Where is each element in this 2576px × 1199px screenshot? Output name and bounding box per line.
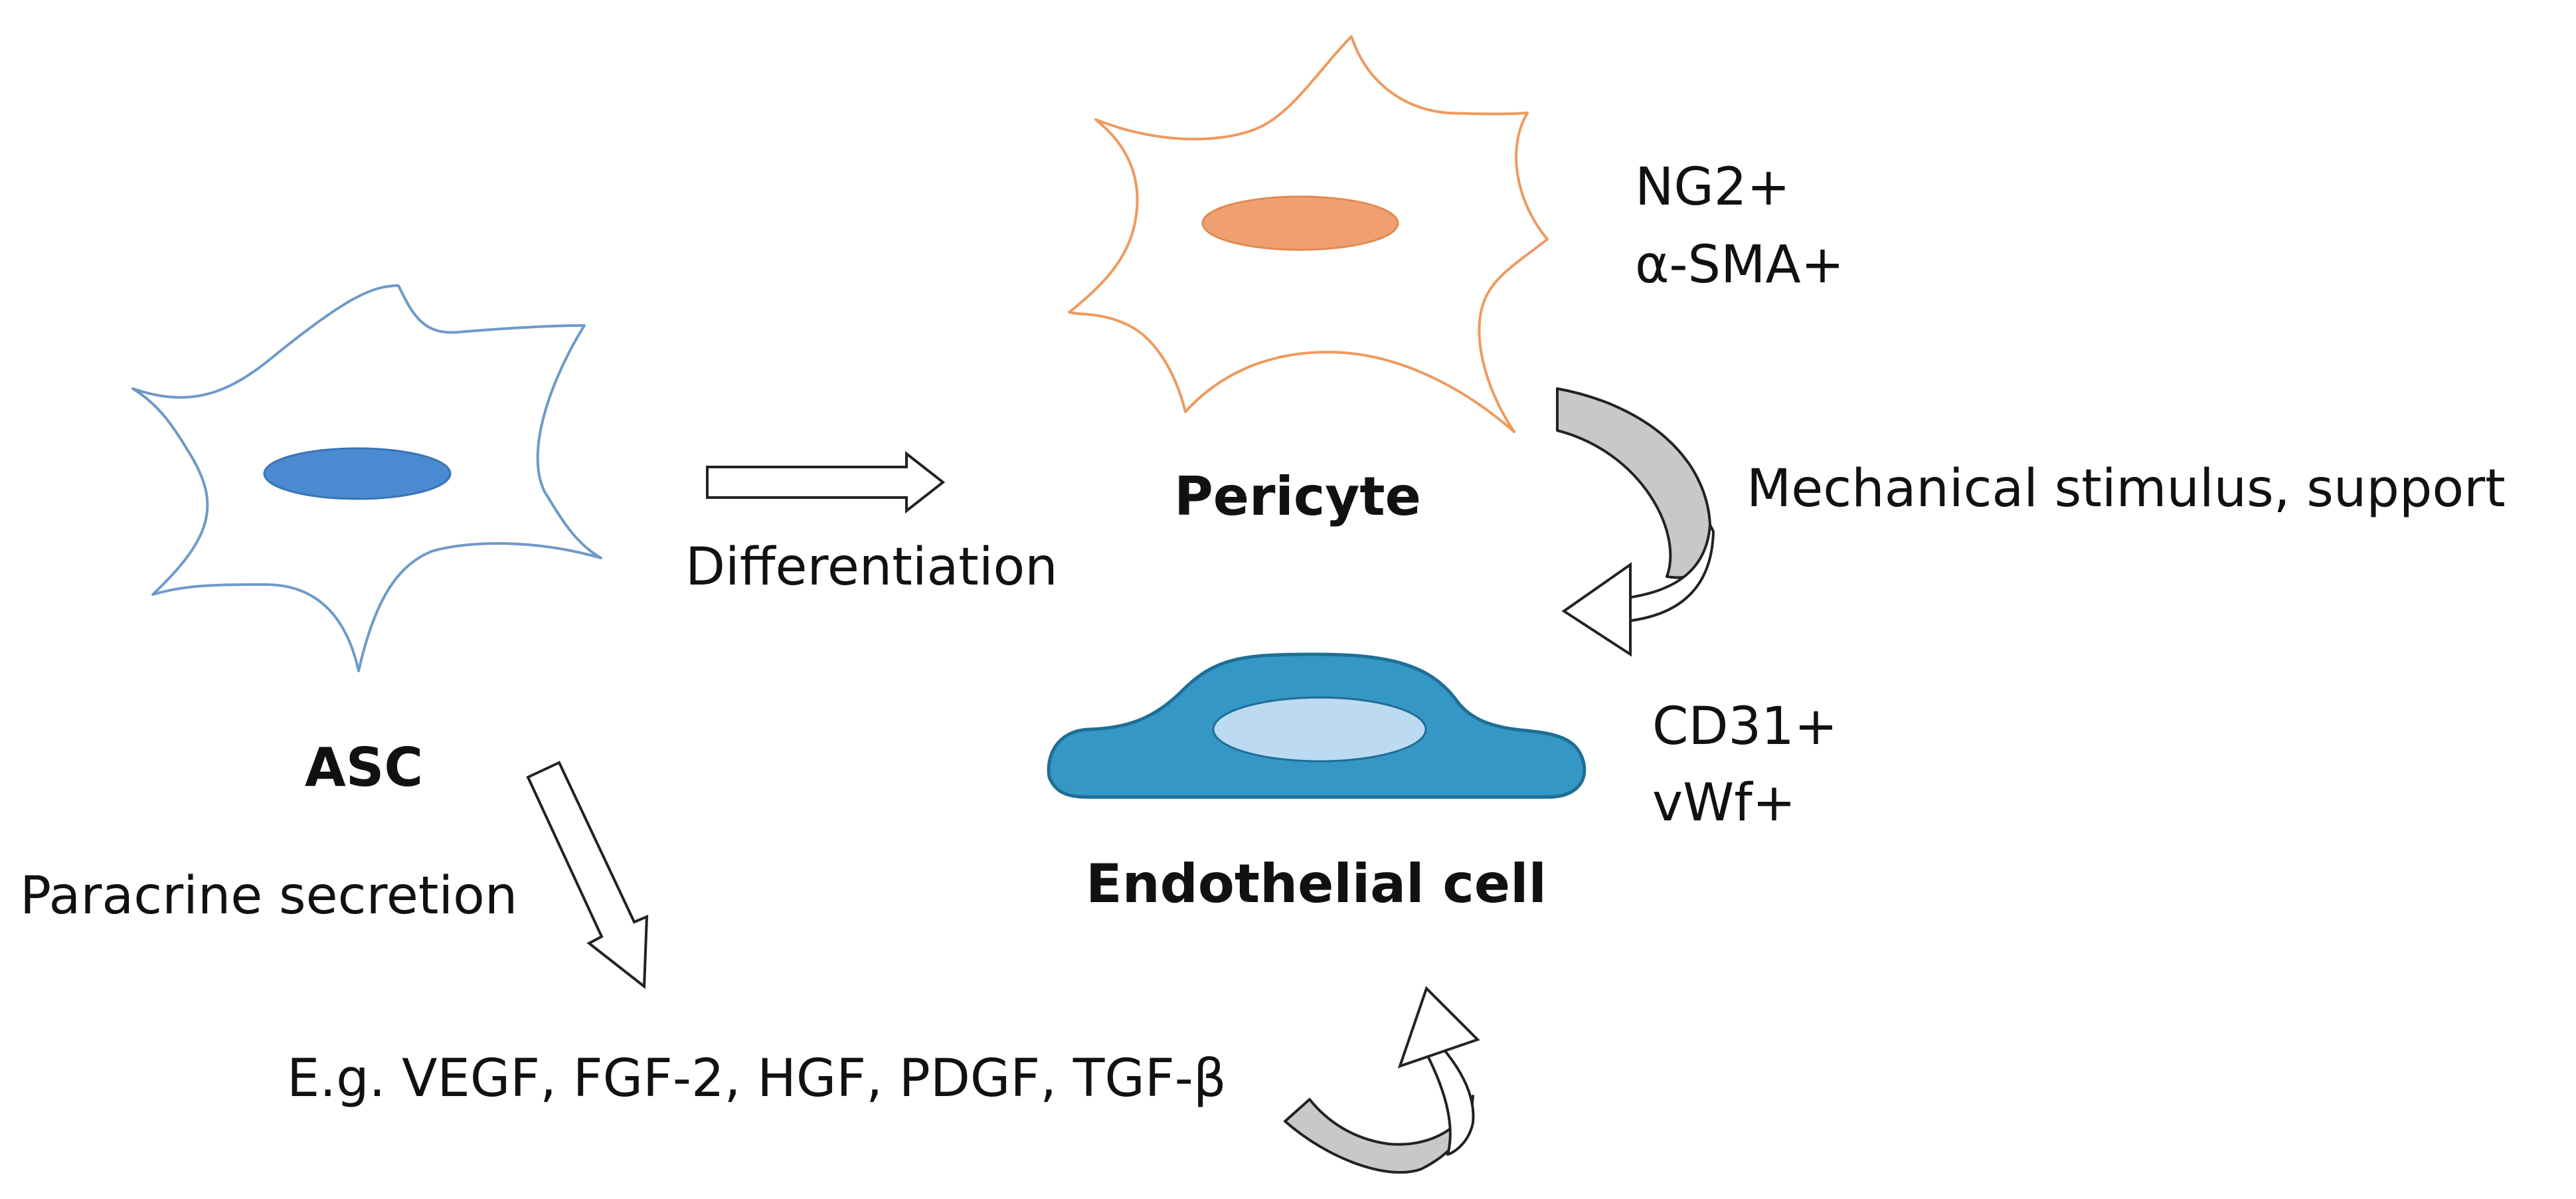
growth-factors-label: E.g. VEGF, FGF-2, HGF, PDGF, TGF-β bbox=[287, 1049, 1227, 1109]
pericyte-label: Pericyte bbox=[1174, 466, 1421, 527]
endothelial-marker-cd31: CD31+ bbox=[1652, 697, 1838, 757]
differentiation-label: Differentiation bbox=[685, 537, 1058, 597]
paracrine-arrow bbox=[526, 761, 649, 989]
pericyte-cell bbox=[1068, 35, 1549, 433]
endothelial-nucleus bbox=[1212, 696, 1427, 763]
mechanical-arrow-head bbox=[1561, 562, 1632, 657]
asc-nucleus bbox=[263, 447, 452, 500]
pericyte-nucleus bbox=[1201, 195, 1399, 251]
paracrine-secretion-label: Paracrine secretion bbox=[20, 866, 517, 926]
endothelial-cell-label: Endothelial cell bbox=[1086, 853, 1547, 915]
pericyte-marker-asma: α-SMA+ bbox=[1635, 235, 1844, 295]
endothelial-cell bbox=[1047, 652, 1587, 799]
mechanical-curved-arrow bbox=[1556, 387, 1715, 657]
mechanical-arrow-band bbox=[1556, 387, 1712, 579]
asc-label: ASC bbox=[305, 737, 423, 798]
differentiation-arrow bbox=[706, 450, 946, 514]
effect-arrow-head bbox=[1397, 986, 1480, 1069]
mechanical-stimulus-label: Mechanical stimulus, support bbox=[1747, 459, 2506, 519]
effect-arrow-shaft bbox=[1426, 1045, 1475, 1156]
endothelial-marker-vwf: vWf+ bbox=[1652, 773, 1796, 833]
paracrine-effect-curved-arrow bbox=[1284, 986, 1480, 1174]
pericyte-marker-ng2: NG2+ bbox=[1635, 157, 1790, 217]
asc-cell bbox=[131, 284, 602, 672]
effect-arrow-band bbox=[1284, 1095, 1474, 1174]
